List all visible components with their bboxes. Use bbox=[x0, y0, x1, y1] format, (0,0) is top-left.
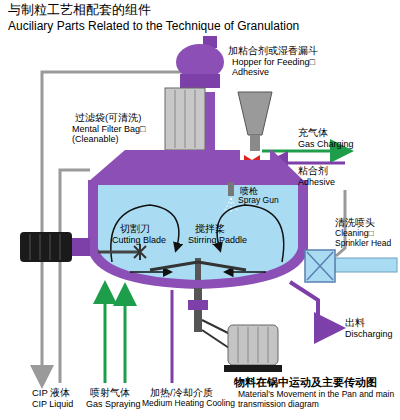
callout-label: 加粘合剂或湿香漏斗 bbox=[228, 46, 358, 57]
cleaning-pipe bbox=[335, 258, 397, 272]
callout-label: 加热/冷却介质 bbox=[150, 388, 230, 399]
flow-arrow bbox=[217, 205, 284, 262]
drive-motor bbox=[228, 325, 278, 365]
callout-label: Adhesive bbox=[298, 177, 358, 187]
subtitle-text: Auciliary Parts Related to the Technique… bbox=[8, 20, 400, 34]
caption-label: 物料在锅中运动及主要传动图 bbox=[234, 376, 400, 389]
sprinkler-cross bbox=[307, 252, 333, 280]
spray-gun bbox=[228, 182, 234, 196]
blower-neck bbox=[180, 74, 220, 88]
callout-label: Cutting Blade bbox=[112, 235, 182, 245]
callout-label: Stirring Paddle bbox=[188, 235, 268, 245]
gas-charging-line bbox=[262, 150, 348, 153]
vessel-jacket bbox=[88, 180, 308, 289]
callout-label: 出料 bbox=[345, 318, 395, 329]
flow-arrow bbox=[130, 271, 170, 273]
sprinkler-head bbox=[305, 250, 335, 282]
motor-rib bbox=[268, 327, 269, 363]
callout-label: Hopper for Feeding□ Adhesive bbox=[232, 57, 332, 78]
heating-line bbox=[124, 288, 127, 383]
callout-label: Gas Spraying bbox=[86, 399, 144, 409]
flow-arrow bbox=[226, 271, 266, 273]
motor-rib bbox=[30, 234, 31, 260]
filter-rib bbox=[195, 90, 196, 148]
motor-base bbox=[224, 365, 282, 372]
stirring-paddle bbox=[150, 262, 246, 270]
motor-rib bbox=[60, 234, 61, 260]
cutting-blade bbox=[134, 244, 146, 260]
coupling bbox=[188, 300, 208, 310]
callout-label: 粘合剂 bbox=[298, 166, 358, 177]
callout-label: 切割刀 bbox=[120, 224, 170, 235]
caption-label: Material's Movement in the Pan and main … bbox=[238, 390, 398, 410]
spray bbox=[231, 198, 232, 214]
blade-shaft bbox=[98, 251, 140, 254]
callout-label: Mental Filter Bag□ (Cleanable) bbox=[72, 124, 167, 145]
callout-label: Spray Gun bbox=[238, 196, 293, 206]
callout-label: 充气体 bbox=[298, 128, 358, 139]
filter-rib bbox=[175, 90, 176, 148]
cip-line bbox=[60, 170, 90, 383]
callout-label: CIP 液体 bbox=[32, 388, 92, 399]
callout-label: CIP Liquid bbox=[32, 399, 87, 409]
callout-label: 喷射气体 bbox=[90, 388, 150, 399]
callout-label: 喷枪 bbox=[240, 186, 280, 196]
motor-rib bbox=[258, 327, 259, 363]
motor-rib bbox=[50, 234, 51, 260]
motor-rib bbox=[238, 327, 239, 363]
vessel-lid bbox=[88, 150, 305, 182]
callout-label: 过滤袋(可清洗) bbox=[75, 113, 175, 124]
gas-spray-line bbox=[104, 286, 107, 383]
filter-bag bbox=[165, 88, 205, 150]
title-text: 与制粒工艺相配套的组件 bbox=[8, 3, 308, 18]
motor-rib bbox=[40, 234, 41, 260]
callout-label: Cleaning□ Sprinkler Head bbox=[335, 229, 399, 249]
hopper-tube bbox=[250, 135, 260, 151]
callout-label: Discharging bbox=[345, 329, 400, 339]
callout-label: Gas Charging bbox=[298, 139, 378, 149]
motor-flange bbox=[70, 238, 90, 256]
filter-rib bbox=[185, 90, 186, 148]
vessel-inner bbox=[98, 185, 298, 280]
blade-motor bbox=[20, 232, 72, 262]
callout-label: 清洗喷头 bbox=[335, 218, 399, 229]
cooling-line bbox=[171, 290, 174, 383]
hopper bbox=[238, 92, 272, 135]
housing-wall bbox=[205, 92, 215, 150]
spray bbox=[231, 198, 238, 212]
discharge-line bbox=[290, 282, 338, 328]
callout-label: Medium Heating Cooling bbox=[142, 399, 238, 409]
callout-label: 搅拌桨 bbox=[195, 224, 245, 235]
motor-rib bbox=[248, 327, 249, 363]
